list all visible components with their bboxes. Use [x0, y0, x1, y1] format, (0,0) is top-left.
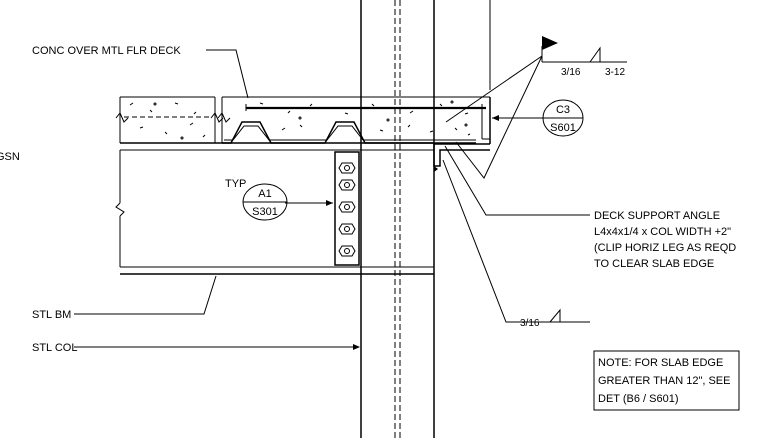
stl-col-label: STL COL — [32, 342, 77, 354]
concrete-stipple — [129, 100, 471, 140]
bolt-icon — [338, 245, 356, 257]
callout-a1-sheet: S301 — [252, 206, 278, 218]
angle-note-line: DECK SUPPORT ANGLE — [594, 210, 720, 222]
angle-note-line: L4x4x1/4 x COL WIDTH +2" — [594, 226, 731, 238]
deck-support-angle — [433, 143, 490, 172]
callout-a1-detail: A1 — [258, 188, 271, 200]
angle-note: DECK SUPPORT ANGLE L4x4x1/4 x COL WIDTH … — [594, 210, 736, 270]
callout-c3[interactable]: C3 S601 — [542, 99, 584, 137]
angle-note-line: TO CLEAR SLAB EDGE — [594, 258, 714, 270]
bolt-icon — [338, 223, 356, 235]
weld-bottom-size: 3/16 — [520, 318, 540, 329]
weld-top-size: 3/16 — [561, 67, 581, 78]
steel-column — [360, 0, 491, 438]
bolt-icon — [338, 162, 356, 174]
typ-label: TYP — [225, 178, 246, 190]
stl-bm-label: STL BM — [32, 309, 71, 321]
slab-edge-note-box: NOTE: FOR SLAB EDGE GREATER THAN 12", SE… — [593, 350, 740, 411]
weld-top-spacing: 3-12 — [605, 67, 625, 78]
callout-a1[interactable]: A1 S301 — [242, 183, 288, 221]
deck-label: CONC OVER MTL FLR DECK — [32, 45, 181, 57]
gsn-label: GSN — [0, 151, 20, 163]
bolt-icon — [338, 179, 356, 191]
shear-tab — [334, 151, 360, 266]
concrete-slab — [129, 96, 491, 144]
callout-c3-detail: C3 — [556, 104, 570, 116]
angle-note-line: (CLIP HORIZ LEG AS REQD — [594, 242, 736, 254]
bolt-group — [338, 162, 356, 257]
bolt-icon — [338, 201, 356, 213]
slab-note-line: NOTE: FOR SLAB EDGE — [598, 357, 723, 369]
slab-note-line: DET (B6 / S601) — [598, 393, 679, 405]
callout-c3-sheet: S601 — [550, 122, 576, 134]
slab-note-line: GREATER THAN 12", SEE — [598, 375, 730, 387]
leader-lines — [74, 36, 627, 350]
steel-beam — [115, 142, 434, 275]
